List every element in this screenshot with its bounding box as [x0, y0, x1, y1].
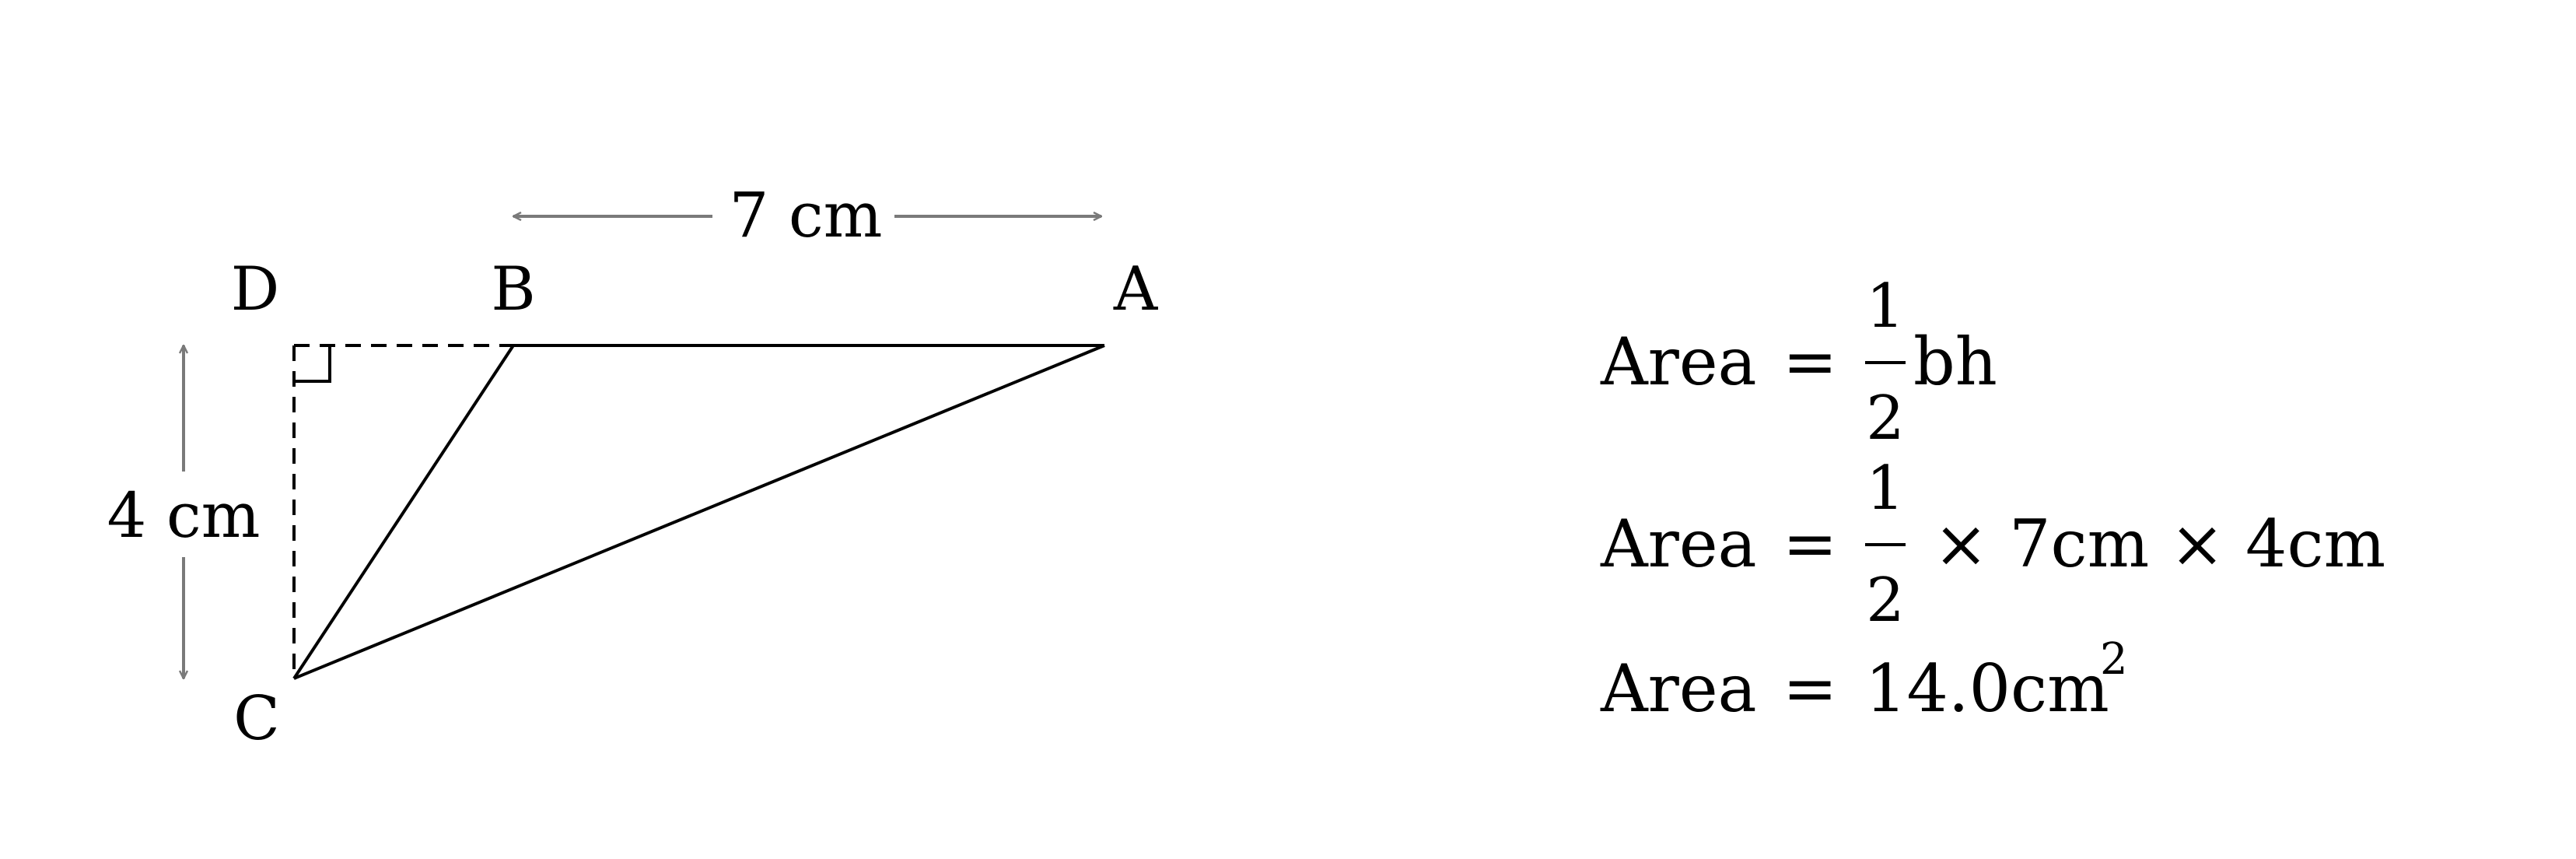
- base-dimension: 7 cm: [513, 179, 1101, 251]
- area-label: Area: [1600, 506, 1757, 582]
- fraction-denominator: 2: [1866, 384, 1905, 454]
- area-label: Area: [1600, 324, 1757, 400]
- vertex-label-d: D: [231, 254, 280, 324]
- triangle-diagram: D B A C: [231, 254, 1159, 754]
- base-length-label: 7 cm: [730, 179, 883, 251]
- fraction-numerator: 1: [1866, 272, 1905, 342]
- area-label: Area: [1600, 650, 1757, 727]
- equals-sign: =: [1783, 650, 1837, 727]
- result-value: 14.0cm: [1865, 650, 2109, 727]
- equals-sign: =: [1783, 506, 1837, 582]
- equals-sign: =: [1783, 324, 1837, 400]
- side-bc: [292, 344, 515, 680]
- fraction-denominator: 2: [1866, 566, 1905, 636]
- result-exponent: 2: [2100, 634, 2128, 685]
- equation-line-3: Area = 14.0cm 2: [1600, 634, 2128, 727]
- formula-rhs: bh: [1913, 324, 1997, 400]
- vertex-label-b: B: [491, 254, 535, 324]
- height-dimension: 4 cm: [107, 345, 261, 678]
- substitution-rhs: × 7cm × 4cm: [1934, 506, 2385, 582]
- equation-line-1: Area = 1 2 bh: [1600, 272, 1997, 454]
- area-equations: Area = 1 2 bh Area = 1 2 × 7cm × 4cm Are…: [1600, 272, 2385, 727]
- height-length-label: 4 cm: [107, 479, 261, 552]
- fraction-numerator: 1: [1866, 454, 1905, 524]
- right-angle-marker: [294, 345, 331, 383]
- vertex-label-a: A: [1113, 254, 1159, 324]
- equation-line-2: Area = 1 2 × 7cm × 4cm: [1600, 454, 2385, 636]
- side-ac: [293, 344, 1105, 680]
- vertex-label-c: C: [233, 684, 280, 754]
